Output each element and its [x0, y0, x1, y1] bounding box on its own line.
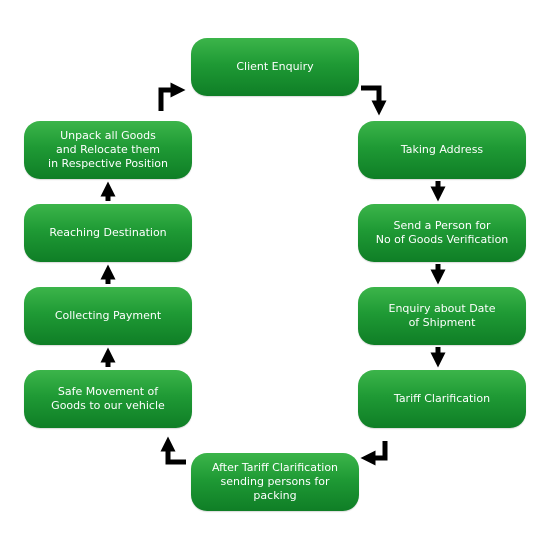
node-enquiry-date: Enquiry about Date of Shipment: [358, 287, 526, 345]
node-client-enquiry: Client Enquiry: [191, 38, 359, 96]
node-after-tariff: After Tariff Clarification sending perso…: [191, 453, 359, 511]
arrow-after-to-safe: [160, 436, 186, 465]
arrow-tariff-to-after: [360, 441, 388, 466]
node-safe-movement: Safe Movement of Goods to our vehicle: [24, 370, 192, 428]
node-reaching-destination: Reaching Destination: [24, 204, 192, 262]
arrow-unpack-to-client: [158, 82, 186, 111]
node-unpack-goods: Unpack all Goods and Relocate them in Re…: [24, 121, 192, 179]
node-collecting-payment: Collecting Payment: [24, 287, 192, 345]
node-tariff-clarification: Tariff Clarification: [358, 370, 526, 428]
node-send-person: Send a Person for No of Goods Verificati…: [358, 204, 526, 262]
arrow-client-to-address: [361, 85, 387, 116]
node-taking-address: Taking Address: [358, 121, 526, 179]
